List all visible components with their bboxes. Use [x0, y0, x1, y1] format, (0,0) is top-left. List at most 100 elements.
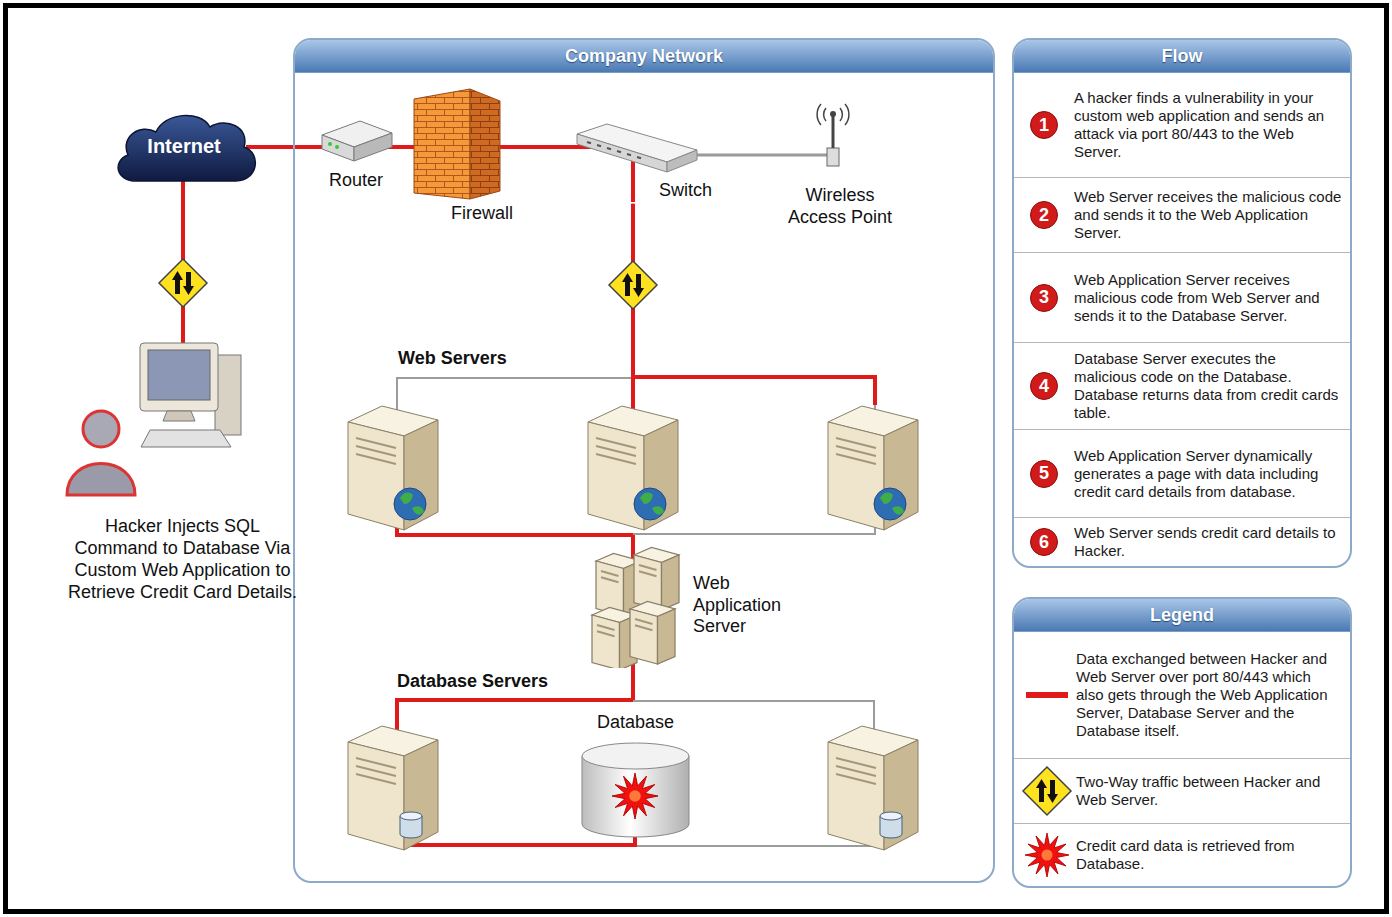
hacker-computer-part [215, 355, 241, 435]
legend-sample [1018, 830, 1076, 880]
hacker-computer-part [83, 411, 119, 447]
wap-icon-part [817, 104, 849, 125]
server-icons-part [633, 377, 875, 405]
database-cylinder [578, 740, 693, 840]
flow-step: Web Application Server dynamically gener… [1014, 430, 1350, 518]
legend-text: Data exchanged between Hacker and Web Se… [1076, 650, 1342, 740]
callout-number: 5 [1030, 460, 1058, 488]
internet-cloud: Internet [108, 105, 260, 193]
two-way-sign [159, 259, 207, 307]
wap-icon-part [775, 154, 833, 157]
server-icons-part [588, 406, 678, 530]
switch: Switch [573, 110, 723, 204]
node-label: Web Application Server receives maliciou… [1074, 271, 1342, 325]
firewall: Firewall [408, 85, 533, 227]
node-label: A hacker finds a vulnerability in your c… [1074, 89, 1342, 161]
router-icon-part [322, 135, 354, 161]
legend-sample [1018, 689, 1076, 701]
legend-row: Data exchanged between Hacker and Web Se… [1014, 632, 1350, 759]
hacker-computer-part [163, 411, 195, 421]
flow-step: Database Server executes the malicious c… [1014, 343, 1350, 430]
server-icons-part [828, 726, 918, 850]
server-icons-part [828, 406, 918, 530]
server-icons-part [631, 377, 635, 410]
wireless-access-point: Wireless Access Point [775, 100, 905, 238]
network-link [631, 668, 635, 700]
panel-body: Data exchanged between Hacker and Web Se… [1014, 632, 1350, 886]
node-label: Web Server receives the malicious code a… [1074, 188, 1342, 242]
cloud-shape-part [118, 115, 255, 181]
legend-text: Two-Way traffic between Hacker and Web S… [1076, 773, 1342, 809]
hacker-computer-part [148, 350, 210, 400]
flow-step: Web Server sends credit card details to … [1014, 518, 1350, 566]
callout-number: 2 [1030, 201, 1058, 229]
database: Database [578, 712, 693, 840]
node-label: Web Application Server dynamically gener… [1074, 447, 1342, 501]
node-label: Web Server sends credit card details to … [1074, 524, 1342, 560]
legend-line [1024, 689, 1070, 701]
panel-header: Company Network [295, 40, 993, 73]
network-link [723, 154, 775, 157]
hacker-computer-part [140, 343, 218, 411]
group-heading: Database Servers [397, 671, 548, 692]
flow-step: Web Server receives the malicious code a… [1014, 178, 1350, 253]
legend-diamond-part [1023, 767, 1071, 815]
network-link [260, 145, 316, 149]
firewall-icon-part [470, 89, 500, 199]
legend-line-part [1026, 692, 1068, 698]
server-icons-part [348, 726, 438, 850]
network-link [396, 145, 408, 149]
legend-panel: LegendData exchanged between Hacker and … [1012, 597, 1352, 888]
hacker-computer-part [67, 464, 135, 496]
web-server-group: Web Servers [396, 377, 876, 535]
web-application-server: Web Application Server [590, 543, 820, 668]
computer-icon [55, 335, 310, 510]
hacker-workstation: Hacker Injects SQL Command to Database V… [55, 335, 310, 604]
group-heading: Web Servers [398, 348, 507, 369]
callout-number: 6 [1030, 528, 1058, 556]
panel-header: Legend [1014, 599, 1350, 632]
legend-star [1022, 830, 1072, 880]
database-cylinder-part [582, 743, 689, 769]
panel-title: Flow [1162, 46, 1203, 67]
was-icon-part [634, 548, 679, 611]
panel-body: A hacker finds a vulnerability in your c… [1014, 73, 1350, 566]
switch-icon-part [577, 134, 667, 172]
node-label: Web Application Server [693, 573, 818, 638]
node-label: Firewall [435, 203, 529, 225]
switch-icon-part [587, 142, 641, 158]
hacker-computer [55, 335, 310, 510]
node-label: Router [316, 170, 396, 192]
node-label: Database Server executes the malicious c… [1074, 350, 1342, 422]
server-icons-part [348, 406, 438, 530]
legend-diamond [1021, 765, 1073, 817]
legend-text: Credit card data is retrieved from Datab… [1076, 837, 1342, 873]
router-icon-part [328, 142, 332, 146]
hacker-computer-part [141, 430, 231, 447]
callout-number: 4 [1030, 372, 1058, 400]
network-link [533, 145, 573, 149]
legend-row: Two-Way traffic between Hacker and Web S… [1014, 759, 1350, 824]
was-icon-part [630, 602, 675, 665]
panel-title: Legend [1150, 605, 1214, 626]
flow-step: A hacker finds a vulnerability in your c… [1014, 73, 1350, 178]
wap-icon-part [827, 148, 839, 166]
wap-icon-part [832, 116, 835, 148]
node-label: Database [578, 712, 693, 734]
flow-panel: Flow A hacker finds a vulnerability in yo… [1012, 38, 1352, 568]
node-label: Wireless Access Point [780, 185, 900, 228]
node-label: Hacker Injects SQL Command to Database V… [63, 516, 303, 604]
legend-sample [1018, 765, 1076, 817]
router: Router [316, 115, 396, 194]
database-server-group: Database ServersDatabase [395, 700, 875, 847]
router-icon-part [354, 133, 392, 161]
node-label: Internet [147, 135, 220, 158]
legend-star-part [1025, 833, 1069, 877]
two-way-sign [609, 261, 657, 309]
callout-number: 1 [1030, 111, 1058, 139]
router-icon-part [335, 145, 339, 149]
switch-icon-part [667, 150, 697, 172]
panel-title: Company Network [565, 46, 723, 67]
legend-row: Credit card data is retrieved from Datab… [1014, 824, 1350, 886]
